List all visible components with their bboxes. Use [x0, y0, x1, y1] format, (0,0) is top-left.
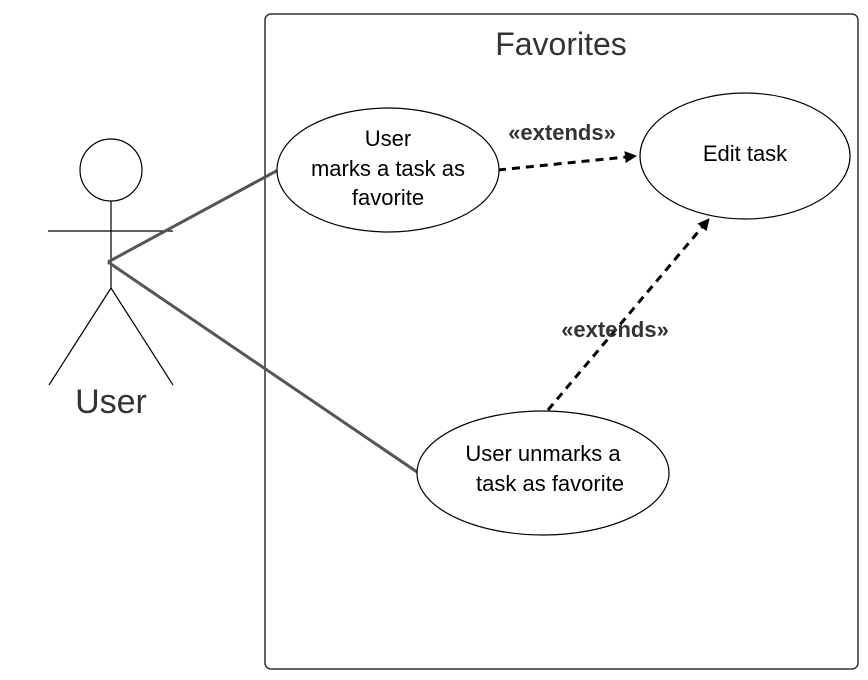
actor-right-leg — [110, 287, 174, 386]
use-case-unmark-favorite[interactable]: User unmarks a task as favorite — [416, 410, 670, 536]
system-title: Favorites — [495, 26, 627, 62]
use-case-label-line: User — [365, 126, 411, 151]
use-case-label-line: Edit task — [703, 141, 788, 166]
actor-left-leg — [48, 287, 112, 386]
association-unmark-favorite — [107, 260, 421, 476]
actor-head — [79, 138, 143, 202]
extends-arrow-top — [497, 151, 637, 172]
actor-user[interactable]: User — [48, 138, 174, 421]
use-case-edit-task[interactable]: Edit task — [639, 92, 851, 220]
extends-label-top: «extends» — [508, 120, 616, 145]
use-case-label-line: favorite — [352, 185, 424, 210]
use-case-ellipse — [416, 410, 670, 536]
use-case-label-line: User unmarks a — [465, 441, 621, 466]
use-case-label-line: task as favorite — [476, 471, 624, 496]
actor-label: User — [75, 383, 147, 421]
use-case-ellipse — [276, 107, 500, 233]
extends-label-bottom: «extends» — [561, 317, 669, 342]
association-mark-favorite — [107, 167, 281, 264]
use-case-label-line: marks a task as — [311, 156, 465, 181]
use-case-ellipse — [639, 92, 851, 220]
use-case-mark-favorite[interactable]: User marks a task as favorite — [276, 107, 500, 233]
